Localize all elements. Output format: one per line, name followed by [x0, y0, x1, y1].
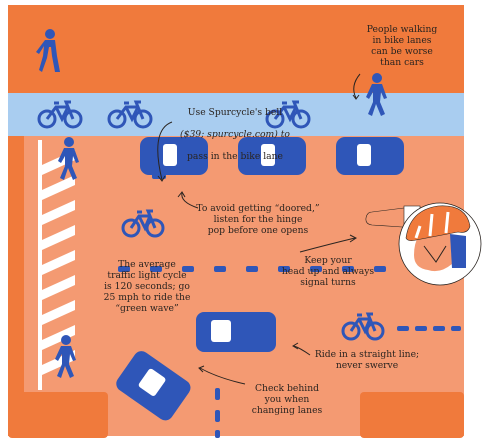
bicycle-icon: [341, 312, 385, 341]
arrow-icon: [157, 121, 173, 182]
bicycle-icon: [107, 100, 153, 129]
arrow-icon: [198, 365, 246, 385]
bell-tip-line-3: pass in the bike lane: [187, 151, 283, 162]
car-icon: [336, 137, 404, 175]
car-icon: [196, 312, 276, 352]
bike-lane: [8, 93, 464, 136]
signal-tip-label: Keep your head up and always signal turn…: [281, 255, 375, 288]
pedestrian-icon: [55, 335, 76, 378]
arrow-icon: [352, 73, 361, 100]
road: [8, 136, 464, 436]
pedestrian-warning-label: People walking in bike lanes can be wors…: [366, 24, 438, 68]
pedestrian-icon: [366, 73, 387, 116]
bicycle-icon: [37, 100, 83, 129]
arrow-icon: [177, 191, 199, 209]
bottom-left-sidewalk: [8, 392, 108, 438]
arrow-icon: [292, 342, 311, 356]
bicycle-icon: [121, 209, 165, 238]
bell-tip-line-1: Use Spurcycle's bell: [187, 107, 283, 118]
bell-tip-line-2: ($39; spurcycle.com) to: [180, 129, 290, 140]
pedestrian-icon: [36, 29, 60, 72]
car-icon: [140, 137, 208, 179]
pedestrian-icon: [58, 137, 79, 180]
bottom-right-sidewalk: [360, 392, 464, 438]
lane-divider: [118, 266, 461, 438]
bicycle-icon: [265, 100, 311, 129]
doored-tip-label: To avoid getting “doored,” listen for th…: [196, 203, 320, 236]
car-icon: [238, 137, 306, 175]
top-sidewalk: [8, 5, 464, 93]
check-behind-tip-label: Check behind you when changing lanes: [251, 383, 323, 416]
arrow-icon: [299, 234, 357, 253]
helmet-head-icon: [398, 202, 482, 286]
left-curb: [8, 136, 24, 436]
car-icon: [116, 351, 191, 421]
bell-tip-label: Use Spurcycle's bell ($39; spurcycle.com…: [160, 96, 310, 162]
straight-line-tip-label: Ride in a straight line; never swerve: [314, 349, 420, 371]
traffic-light-tip-label: The average traffic light cycle is 120 s…: [103, 259, 191, 314]
